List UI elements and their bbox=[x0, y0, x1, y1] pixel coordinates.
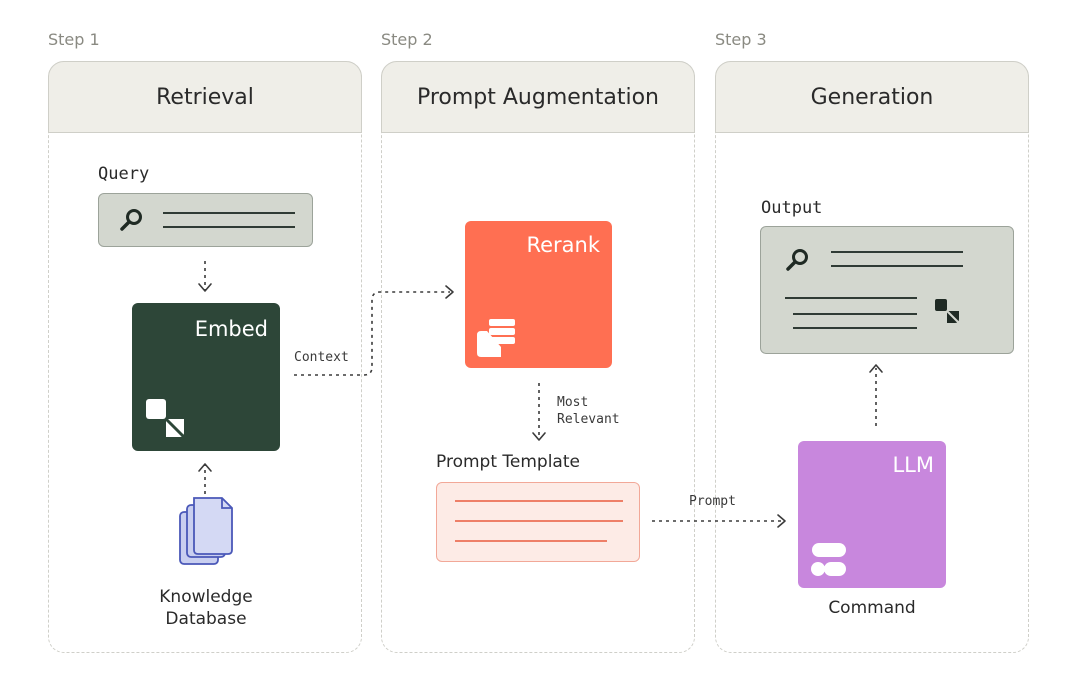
most-relevant-label: Most Relevant bbox=[557, 394, 620, 428]
step-1-label: Step 1 bbox=[48, 30, 100, 49]
output-box bbox=[760, 226, 1014, 354]
embed-title: Embed bbox=[194, 317, 268, 341]
retrieval-header: Retrieval bbox=[48, 61, 362, 133]
search-icon bbox=[120, 209, 142, 231]
context-label: Context bbox=[294, 350, 349, 365]
template-text-line bbox=[455, 520, 623, 522]
embed-icon bbox=[146, 399, 186, 439]
search-icon bbox=[786, 249, 808, 271]
generation-title: Generation bbox=[810, 84, 934, 110]
prompt-template-box bbox=[436, 482, 640, 562]
generation-header: Generation bbox=[715, 61, 1029, 133]
augmentation-title: Prompt Augmentation bbox=[416, 84, 660, 110]
retrieval-title: Retrieval bbox=[156, 84, 254, 110]
llm-card: LLM bbox=[798, 441, 946, 588]
llm-arrowhead bbox=[777, 514, 786, 528]
embed-icon bbox=[935, 299, 960, 324]
query-label: Query bbox=[98, 164, 150, 184]
llm-title: LLM bbox=[892, 453, 934, 477]
embed-card: Embed bbox=[132, 303, 280, 451]
most-label-line: Most bbox=[557, 395, 589, 410]
rerank-icon bbox=[477, 319, 515, 357]
step-3-label: Step 3 bbox=[715, 30, 767, 49]
knowledge-docs-icon bbox=[179, 497, 233, 565]
command-logo-icon bbox=[811, 543, 846, 576]
output-text-line bbox=[793, 327, 917, 329]
template-arrowhead bbox=[532, 432, 546, 441]
output-text-line bbox=[831, 251, 963, 253]
knowledge-database-label: Knowledge Database bbox=[159, 586, 252, 630]
output-text-line bbox=[785, 297, 917, 299]
query-text-line bbox=[163, 212, 295, 214]
docs-embed-arrowhead bbox=[198, 463, 212, 472]
knowledge-label-line: Knowledge bbox=[159, 587, 253, 607]
template-text-line bbox=[455, 500, 623, 502]
prompt-template-label: Prompt Template bbox=[436, 452, 580, 472]
template-text-line bbox=[455, 540, 607, 542]
output-text-line bbox=[831, 265, 963, 267]
relevant-label-line: Relevant bbox=[557, 412, 620, 427]
rerank-card: Rerank bbox=[465, 221, 612, 368]
query-box bbox=[98, 193, 313, 247]
output-arrowhead bbox=[869, 364, 883, 373]
output-text-line bbox=[793, 313, 917, 315]
rerank-arrowhead bbox=[445, 285, 454, 299]
rerank-title: Rerank bbox=[526, 233, 600, 257]
database-label-line: Database bbox=[165, 609, 247, 629]
query-text-line bbox=[163, 226, 295, 228]
command-label: Command bbox=[828, 598, 916, 618]
embed-to-rerank-arrow bbox=[294, 291, 450, 376]
prompt-label: Prompt bbox=[689, 494, 736, 509]
output-label: Output bbox=[761, 198, 823, 218]
step-2-label: Step 2 bbox=[381, 30, 433, 49]
augmentation-header: Prompt Augmentation bbox=[381, 61, 695, 133]
query-embed-arrowhead bbox=[198, 283, 212, 292]
